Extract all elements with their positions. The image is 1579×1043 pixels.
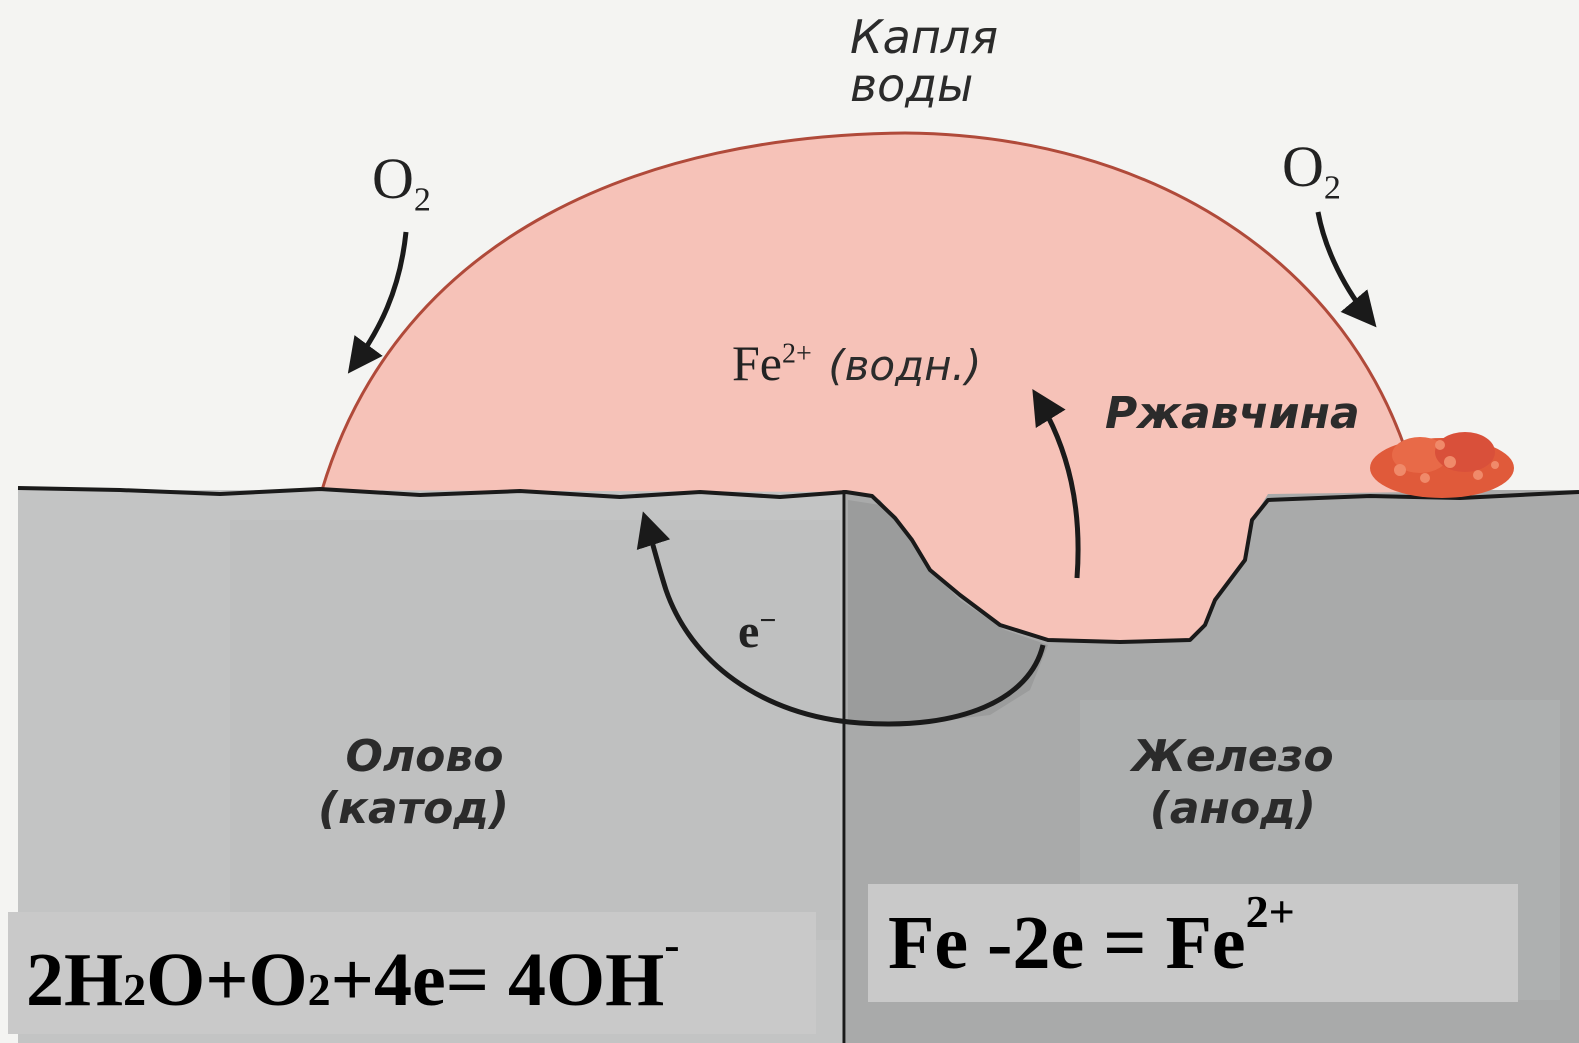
electron-label: e− bbox=[738, 604, 777, 658]
iron-label-line1: Железо bbox=[1132, 731, 1334, 782]
tin-label-line1: Олово bbox=[345, 731, 504, 782]
oxygen-arrow-left bbox=[347, 231, 409, 374]
iron-label-line2: (анод) bbox=[1149, 783, 1316, 834]
oxygen-arrow-right bbox=[1315, 211, 1377, 328]
electron-arrow bbox=[636, 511, 1046, 727]
tin-label-line2: (катод) bbox=[318, 783, 510, 834]
cathode-equation: 2H2O+O2+4e= 4OH- bbox=[26, 919, 680, 1022]
drop-label-line1: Капля bbox=[850, 10, 998, 64]
rust-deposit bbox=[1370, 432, 1514, 498]
oxygen-label-left: O2 bbox=[372, 146, 431, 219]
rust-label: Ржавчина bbox=[1105, 388, 1360, 439]
drop-label-line2: воды bbox=[850, 58, 974, 112]
cathode-equation-box: 2H2O+O2+4e= 4OH- bbox=[8, 912, 816, 1034]
tin-cathode-label: Олово (катод) bbox=[318, 735, 509, 831]
anode-equation-box: Fe -2e = Fe2+ bbox=[868, 884, 1518, 1002]
drop-outline bbox=[320, 131, 1414, 491]
ion-label: Fe2+ (водн.) bbox=[732, 335, 982, 391]
oxygen-label-right: O2 bbox=[1282, 134, 1341, 207]
anode-equation: Fe -2e = Fe2+ bbox=[888, 886, 1295, 985]
ion-arrow bbox=[1032, 389, 1081, 579]
anode-pit-shadow bbox=[848, 500, 1048, 722]
water-drop bbox=[322, 133, 1412, 642]
tin-shading bbox=[230, 520, 840, 940]
metal-surface-line bbox=[17, 486, 1579, 644]
drop-label: Капля воды bbox=[850, 14, 998, 108]
iron-anode-label: Железо (анод) bbox=[1132, 735, 1334, 831]
